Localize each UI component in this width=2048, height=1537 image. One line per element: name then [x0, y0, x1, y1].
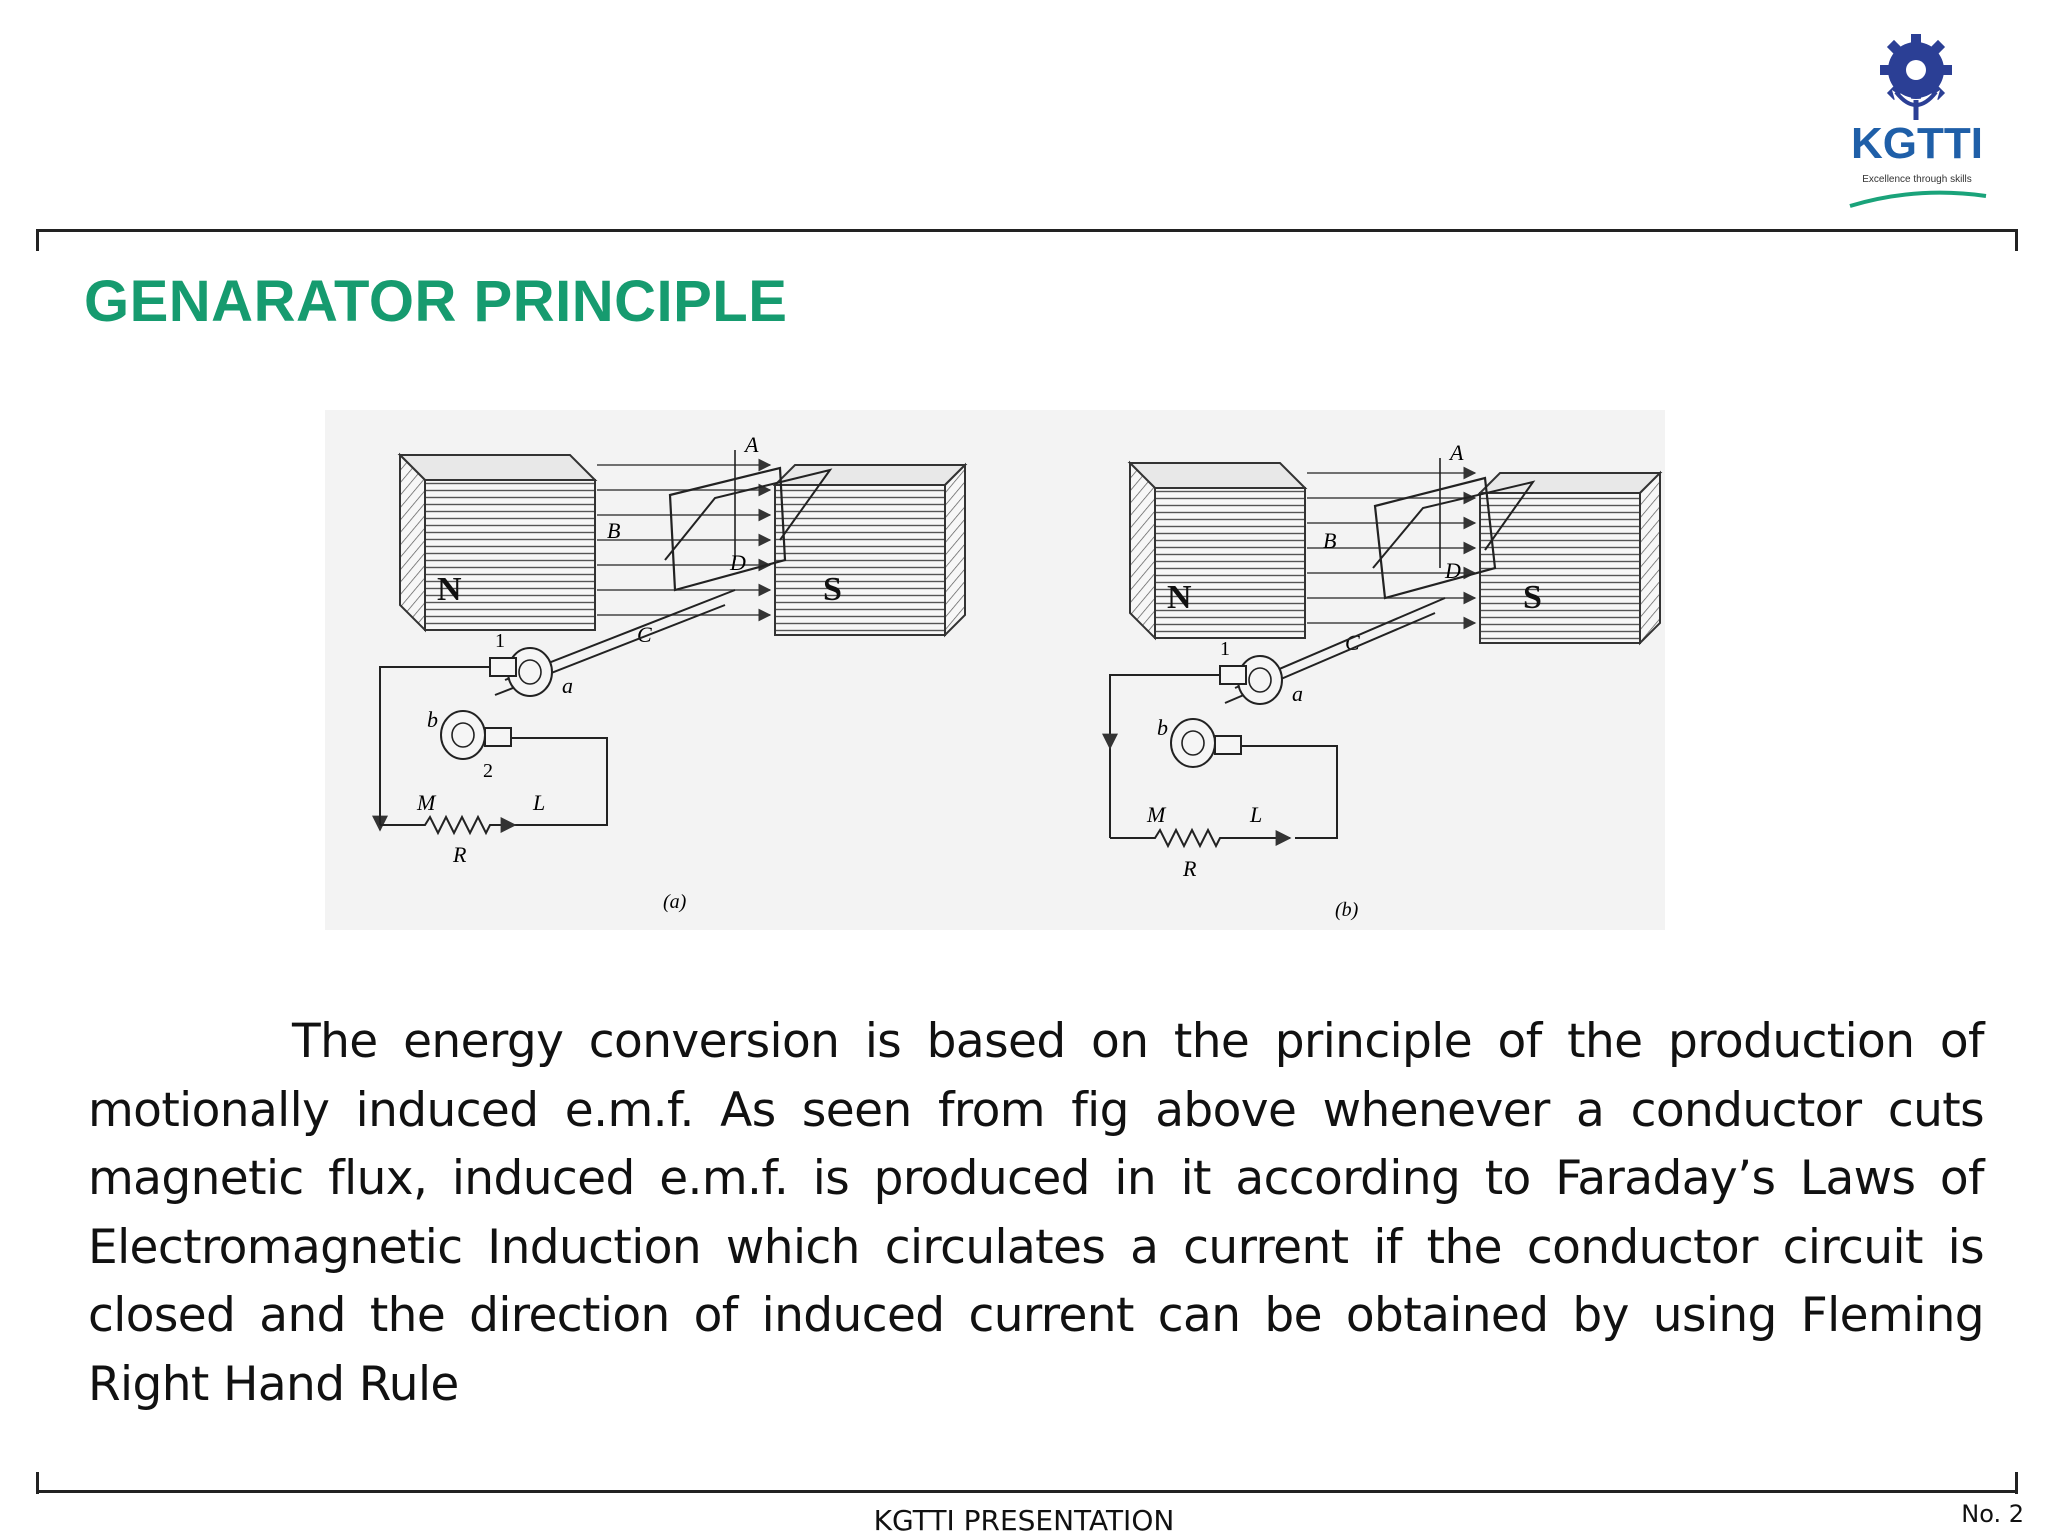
page-title: GENARATOR PRINCIPLE	[84, 269, 788, 334]
panel-a-label-c: C	[637, 622, 652, 647]
generator-figure: N S A B D C	[325, 410, 1665, 930]
panel-a-label-ring-a: a	[562, 673, 573, 698]
panel-a-label-r: R	[452, 842, 467, 867]
logo-swoosh	[1849, 190, 1987, 208]
panel-a-pole-north: N	[437, 571, 462, 608]
panel-b-pole-south: S	[1523, 579, 1542, 616]
panel-b-caption: (b)	[1335, 899, 1359, 921]
gear-icon	[1880, 34, 1952, 120]
panel-a-label-d: D	[729, 550, 746, 575]
body-paragraph: The energy conversion is based on the pr…	[88, 1014, 1985, 1412]
panel-b-pole-north: N	[1167, 579, 1192, 616]
figure-panel-a: N S A B D C	[372, 432, 968, 913]
bottom-rule	[36, 1472, 2018, 1494]
panel-a-label-m: M	[416, 790, 437, 815]
panel-a-label-a: A	[743, 432, 759, 457]
panel-b-label-d: D	[1444, 558, 1461, 583]
footer-text: KGTTI PRESENTATION	[873, 1504, 1175, 1537]
panel-a-pole-south: S	[823, 571, 842, 608]
panel-b-label-ring-a: a	[1292, 681, 1303, 706]
panel-a-label-1: 1	[495, 630, 505, 652]
panel-a-caption: (a)	[663, 891, 687, 913]
panel-b-label-b: B	[1323, 528, 1336, 553]
panel-a-label-b: B	[607, 518, 620, 543]
panel-b-label-m: M	[1146, 802, 1167, 827]
logo-text: KGTTI	[1851, 119, 1983, 168]
panel-a-label-l: L	[532, 790, 545, 815]
panel-b-label-1: 1	[1220, 638, 1230, 660]
panel-b-label-ring-b: b	[1157, 715, 1168, 740]
figure-panel-b: N S A B D C	[1102, 440, 1663, 921]
slide-number: No. 2	[1961, 1500, 2024, 1528]
panel-b-label-a: A	[1448, 440, 1464, 465]
kgtti-logo: KGTTI Excellence through skills	[1836, 30, 1998, 220]
panel-b-label-l: L	[1249, 802, 1262, 827]
panel-a-label-ring-b: b	[427, 707, 438, 732]
logo-tagline: Excellence through skills	[1862, 174, 1972, 185]
top-rule	[36, 229, 2018, 251]
panel-a-label-2: 2	[483, 760, 493, 782]
panel-b-label-r: R	[1182, 856, 1197, 881]
